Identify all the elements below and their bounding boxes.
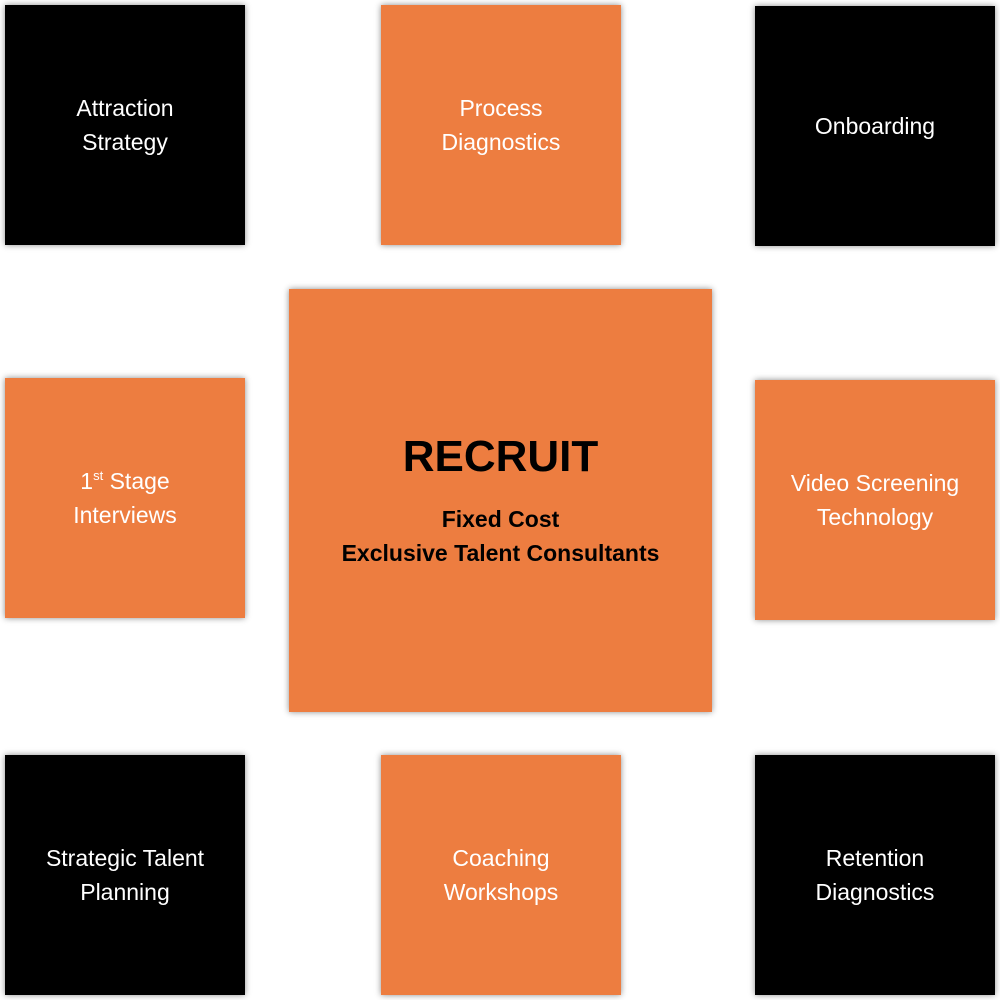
video-screening-box: Video Screening Technology (755, 380, 995, 620)
onboarding-box: Onboarding (755, 6, 995, 246)
retention-diagnostics-box: Retention Diagnostics (755, 755, 995, 995)
box-label-line2: Diagnostics (441, 129, 561, 155)
recruit-center-box: RECRUIT Fixed Cost Exclusive Talent Cons… (289, 289, 712, 712)
box-label-line2: Planning (80, 879, 170, 905)
box-label-line2: Technology (816, 504, 934, 530)
box-label-line1: Coaching (452, 845, 550, 871)
center-subtitle-line2: Exclusive Talent Consultants (341, 539, 660, 566)
strategic-talent-planning-box: Strategic Talent Planning (5, 755, 245, 995)
coaching-workshops-box: Coaching Workshops (381, 755, 621, 995)
center-title: RECRUIT (402, 431, 599, 481)
box-label-line1: Strategic Talent (45, 845, 205, 871)
box-label-line1: Process (459, 95, 543, 121)
box-label-line2: Strategy (82, 129, 168, 155)
box-label-line1: Video Screening (790, 470, 960, 496)
box-label-line1: 1st Stage (80, 464, 169, 498)
stage-text: Stage (103, 468, 170, 494)
attraction-strategy-box: Attraction Strategy (5, 5, 245, 245)
first-stage-interviews-box: 1st Stage Interviews (5, 378, 245, 618)
box-label-line2: Diagnostics (815, 879, 935, 905)
box-label-line1: Onboarding (814, 113, 936, 139)
ordinal-suffix: st (93, 468, 104, 483)
center-subtitle-line1: Fixed Cost (441, 505, 560, 532)
box-label-line1: Attraction (76, 95, 174, 121)
ordinal-number: 1 (80, 468, 94, 494)
box-label-line1: Retention (825, 845, 925, 871)
process-diagnostics-box: Process Diagnostics (381, 5, 621, 245)
box-label-line2: Workshops (443, 879, 559, 905)
box-label-line2: Interviews (73, 502, 177, 528)
